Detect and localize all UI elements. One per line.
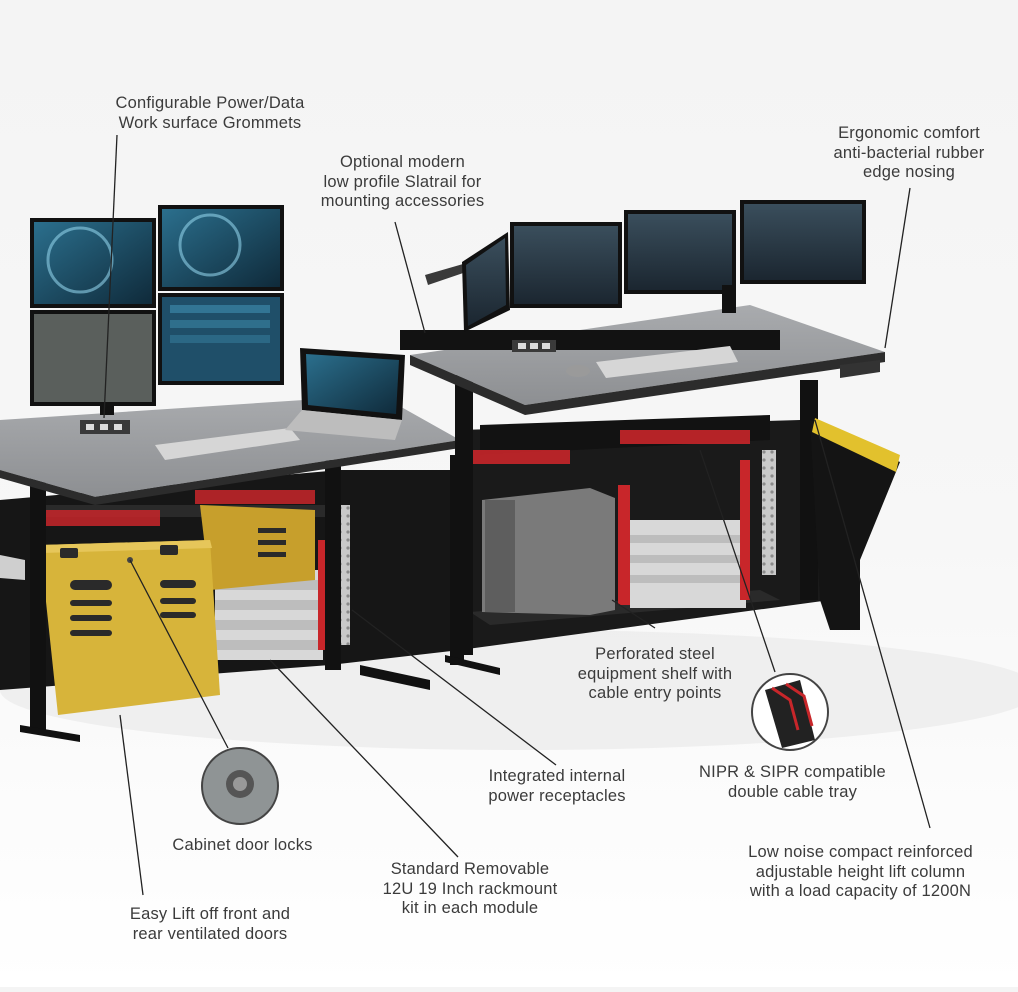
callout-tray-line1: NIPR & SIPR compatible — [699, 763, 886, 781]
rubber-nosing — [812, 418, 900, 472]
callout-locks-line1: Cabinet door locks — [172, 836, 313, 854]
right-worksurface — [400, 200, 885, 415]
callout-receptacles-line1: Integrated internal — [488, 767, 626, 785]
power-strip-right — [762, 450, 776, 575]
callout-shelf-line3: cable entry points — [588, 684, 722, 702]
callout-lift-line2: adjustable height lift column — [755, 862, 966, 881]
callout-doors-line1: Easy Lift off front and — [129, 905, 291, 923]
lift-column — [455, 375, 473, 655]
right-cabinet — [455, 375, 900, 655]
callout-grommets-line2: Work surface Grommets — [118, 113, 302, 132]
callout-nosing-line2: anti-bacterial rubber — [833, 143, 985, 162]
callout-rackmount: Standard Removable 12U 19 Inch rackmount… — [350, 860, 590, 919]
callout-shelf: Perforated steel equipment shelf with ca… — [545, 645, 765, 704]
callout-slatrail-line2: low profile Slatrail for — [323, 172, 482, 191]
rear-door — [200, 505, 315, 590]
door-lock-inset — [201, 747, 279, 825]
monitor-wall — [30, 205, 284, 415]
callout-lift-line1: Low noise compact reinforced — [748, 843, 973, 861]
tower-computer — [482, 488, 615, 615]
callout-nosing: Ergonomic comfort anti-bacterial rubber … — [800, 124, 1018, 183]
callout-tray-line2: double cable tray — [727, 782, 858, 801]
callout-grommets: Configurable Power/Data Work surface Gro… — [80, 94, 340, 133]
callout-locks: Cabinet door locks — [145, 836, 340, 856]
callout-slatrail-line3: mounting accessories — [320, 192, 485, 210]
left-cabinet — [0, 455, 500, 742]
rackmount-kit-right — [630, 520, 746, 608]
callout-receptacles: Integrated internal power receptacles — [462, 767, 652, 806]
front-door — [40, 540, 220, 715]
callout-lift-line3: with a load capacity of 1200N — [749, 882, 972, 900]
laptop — [285, 348, 405, 440]
slatrail-arm — [425, 262, 472, 285]
callout-slatrail: Optional modern low profile Slatrail for… — [285, 153, 520, 212]
callout-tray: NIPR & SIPR compatible double cable tray — [675, 763, 910, 802]
callout-nosing-line1: Ergonomic comfort — [838, 124, 980, 142]
callout-nosing-line3: edge nosing — [862, 163, 956, 181]
callout-receptacles-line2: power receptacles — [488, 786, 626, 805]
callout-grommets-line1: Configurable Power/Data — [115, 94, 305, 112]
callout-doors-line2: rear ventilated doors — [132, 924, 288, 943]
callout-lift: Low noise compact reinforced adjustable … — [718, 843, 1003, 902]
end-panel — [810, 420, 900, 630]
cable-tray-inset — [751, 673, 829, 751]
callout-rackmount-line1: Standard Removable — [390, 860, 550, 878]
callout-rackmount-line2: 12U 19 Inch rackmount — [382, 879, 558, 898]
callout-doors: Easy Lift off front and rear ventilated … — [95, 905, 325, 944]
callout-shelf-line1: Perforated steel — [595, 645, 715, 663]
mouse — [566, 365, 590, 377]
callout-shelf-line2: equipment shelf with — [577, 664, 733, 683]
leader-lines — [103, 134, 931, 896]
callout-slatrail-line1: Optional modern — [340, 153, 465, 171]
monitor-array — [462, 200, 866, 332]
keyboard-right — [596, 346, 738, 378]
left-worksurface — [0, 205, 460, 505]
callout-rackmount-line3: kit in each module — [401, 899, 539, 917]
keyboard — [155, 428, 300, 460]
